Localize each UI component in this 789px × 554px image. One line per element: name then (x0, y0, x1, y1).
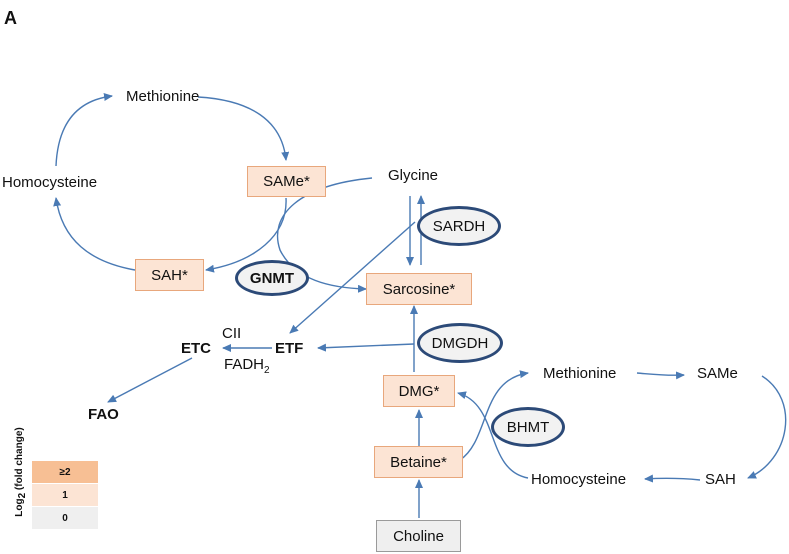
betaine-box: Betaine* (374, 446, 463, 478)
fao-label: FAO (88, 406, 119, 423)
panel-label: A (4, 8, 17, 28)
methionine-right-label: Methionine (543, 365, 617, 382)
arrow-same-to-sah (205, 197, 287, 273)
legend-item-high: ≥2 (32, 461, 98, 483)
legend-item-low: 0 (32, 507, 98, 529)
glycine-label: Glycine (388, 167, 439, 184)
legend-title: Log2 (fold change) (14, 427, 28, 517)
arrow-sardh-to-etf (289, 221, 416, 334)
sah-box: SAH* (135, 259, 204, 291)
arrow-same-to-sah-right (747, 375, 787, 479)
arrow-sah-to-homocysteine (53, 197, 136, 271)
dmgdh-enzyme: DMGDH (417, 323, 503, 363)
etf-label: ETF (275, 340, 304, 357)
bhmt-enzyme: BHMT (491, 407, 565, 447)
arrow-dmgdh-to-etf (317, 343, 415, 352)
dmg-box: DMG* (383, 375, 455, 407)
arrow-sah-to-homocysteine-right (644, 474, 701, 483)
same-right-label: SAMe (697, 365, 738, 382)
homocysteine-label: Homocysteine (2, 174, 98, 191)
arrow-betaine-to-methionine (459, 370, 529, 461)
same-box: SAMe* (247, 166, 326, 197)
arrow-methionine-to-same-right (636, 371, 685, 380)
fadh2-label: FADH2 (224, 356, 270, 376)
methionine-label: Methionine (126, 88, 200, 105)
cii-label: CII (222, 325, 242, 342)
arrow-etc-to-fao (107, 357, 193, 403)
arrow-methionine-to-same (197, 96, 290, 161)
sarcosine-box: Sarcosine* (366, 273, 472, 305)
homocysteine-right-label: Homocysteine (531, 471, 627, 488)
etc-label: ETC (181, 340, 211, 357)
legend-item-mid: 1 (32, 484, 98, 506)
arrow-homocysteine-to-methionine (55, 93, 113, 167)
gnmt-enzyme: GNMT (235, 260, 309, 296)
choline-box: Choline (376, 520, 461, 552)
arrow-homocysteine-to-dmg (457, 391, 529, 479)
sardh-enzyme: SARDH (417, 206, 501, 246)
sah-right-label: SAH (705, 471, 736, 488)
